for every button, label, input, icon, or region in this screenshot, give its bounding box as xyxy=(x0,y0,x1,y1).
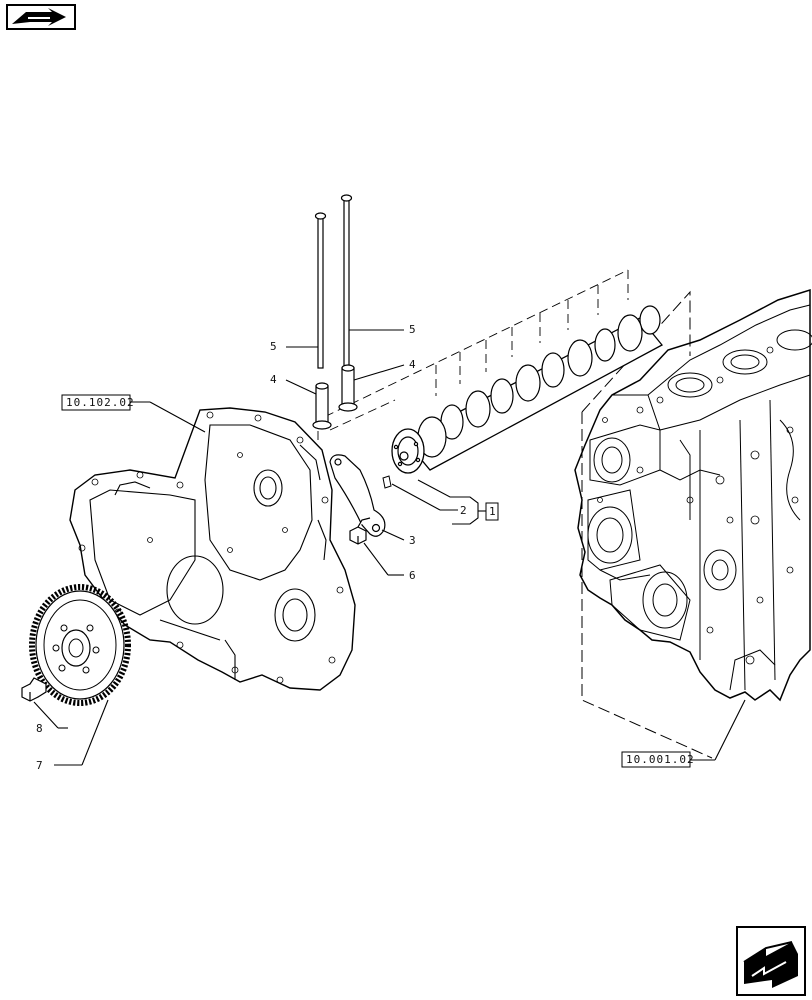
thrust-plate xyxy=(329,454,386,537)
callout-5-left: 5 xyxy=(270,340,277,353)
callout-7: 7 xyxy=(36,759,43,772)
cam-gear xyxy=(29,584,131,706)
previous-page-button[interactable] xyxy=(6,4,76,30)
dowel-pin xyxy=(382,475,392,489)
tappets xyxy=(312,364,358,430)
push-rods xyxy=(314,194,353,371)
callout-5-right: 5 xyxy=(409,323,416,336)
arrow-right-icon xyxy=(743,941,798,988)
ref-timing-cover-label[interactable]: 10.102.02 xyxy=(66,396,135,409)
arrow-left-icon xyxy=(12,8,66,26)
leader-lines xyxy=(33,329,746,766)
ref-box-engine-block xyxy=(621,751,691,768)
callout-6: 6 xyxy=(409,569,416,582)
plate-bolt xyxy=(349,517,371,545)
next-page-button[interactable] xyxy=(736,926,806,996)
callout-2: 2 xyxy=(460,504,467,517)
item-1-box xyxy=(485,502,499,521)
callout-1: 1 xyxy=(489,505,496,518)
callout-8: 8 xyxy=(36,722,43,735)
engine-block xyxy=(574,288,812,759)
callout-4-right: 4 xyxy=(409,358,416,371)
callout-3: 3 xyxy=(409,534,416,547)
callout-4-left: 4 xyxy=(270,373,277,386)
ref-box-timing-cover xyxy=(61,394,131,411)
gear-bolt xyxy=(21,677,47,702)
ref-engine-block-label[interactable]: 10.001.02 xyxy=(626,753,695,766)
camshaft xyxy=(317,269,664,474)
